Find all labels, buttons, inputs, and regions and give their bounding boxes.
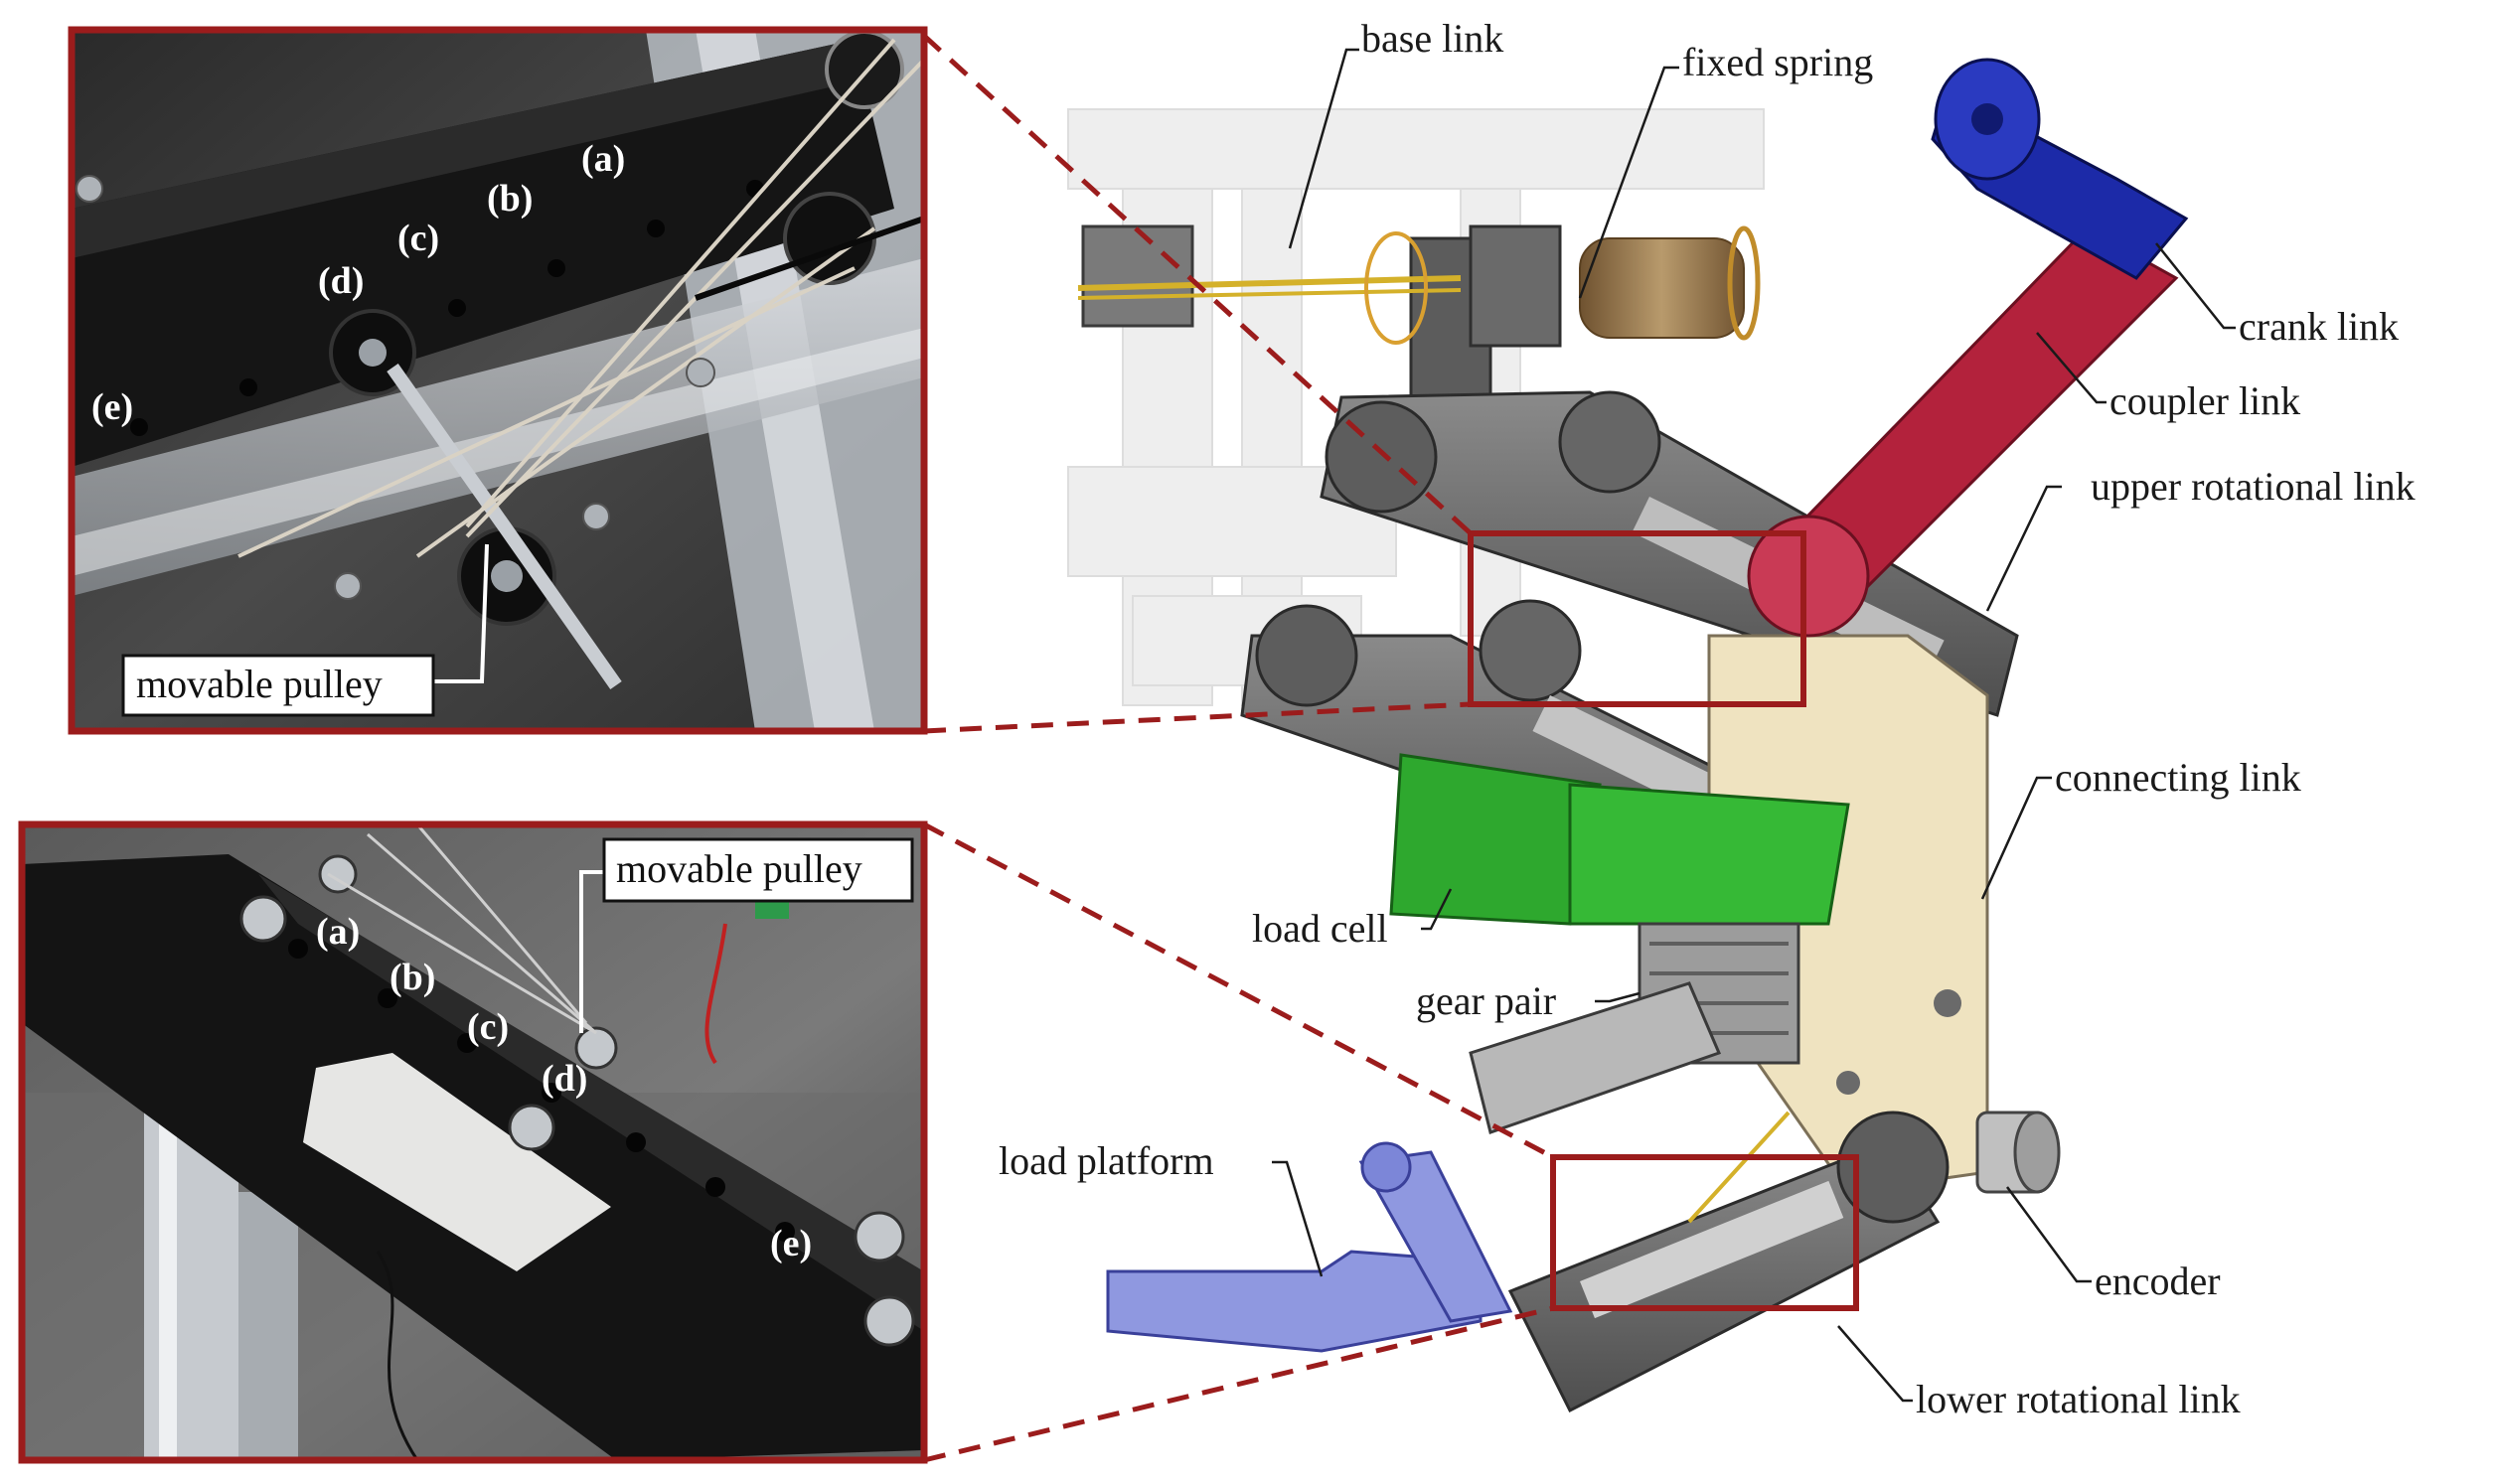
zoom-connectors [922, 34, 1555, 1463]
top-inset-frame [68, 26, 928, 735]
top-position-e: (e) [91, 386, 133, 428]
bottom-callout-box [602, 837, 914, 903]
bottom-position-b: (b) [390, 957, 435, 998]
bottom-position-c: (c) [467, 1006, 509, 1048]
label-load-platform: load platform [999, 1138, 1214, 1183]
top-callout-box [121, 654, 435, 717]
bottom-position-a: (a) [316, 911, 360, 953]
bottom-inset-frame [18, 820, 928, 1464]
bottom-position-d: (d) [542, 1058, 587, 1100]
label-encoder: encoder [2095, 1259, 2221, 1303]
bottom-inset-photo: (a) (b) (c) (d) (e) movable pulley [22, 823, 924, 1461]
label-connecting-link: connecting link [2055, 755, 2301, 800]
cad-zoom-box-lower [1550, 1154, 1859, 1311]
label-gear-pair: gear pair [1416, 978, 1556, 1023]
bottom-position-e: (e) [770, 1223, 812, 1264]
cad-model [1067, 58, 2189, 1413]
label-crank-link: crank link [2239, 304, 2399, 349]
top-position-c: (c) [397, 218, 439, 259]
label-fixed-spring: fixed spring [1682, 40, 1873, 84]
leader-lines [1272, 48, 2236, 1403]
label-lower-rotational-link: lower rotational link [1916, 1377, 2241, 1421]
bottom-callout-movable-pulley: movable pulley [616, 846, 862, 891]
top-position-a: (a) [581, 138, 625, 180]
label-load-cell: load cell [1252, 906, 1388, 951]
top-position-b: (b) [487, 178, 533, 220]
label-base-link: base link [1361, 16, 1503, 61]
top-inset-photo: (a) (b) (c) (d) (e) movable pulley [72, 30, 926, 731]
top-position-d: (d) [318, 260, 364, 302]
top-callout-movable-pulley: movable pulley [136, 662, 383, 706]
cad-zoom-box-upper [1468, 530, 1806, 707]
label-upper-rotational-link: upper rotational link [2091, 464, 2416, 509]
label-coupler-link: coupler link [2109, 378, 2300, 423]
